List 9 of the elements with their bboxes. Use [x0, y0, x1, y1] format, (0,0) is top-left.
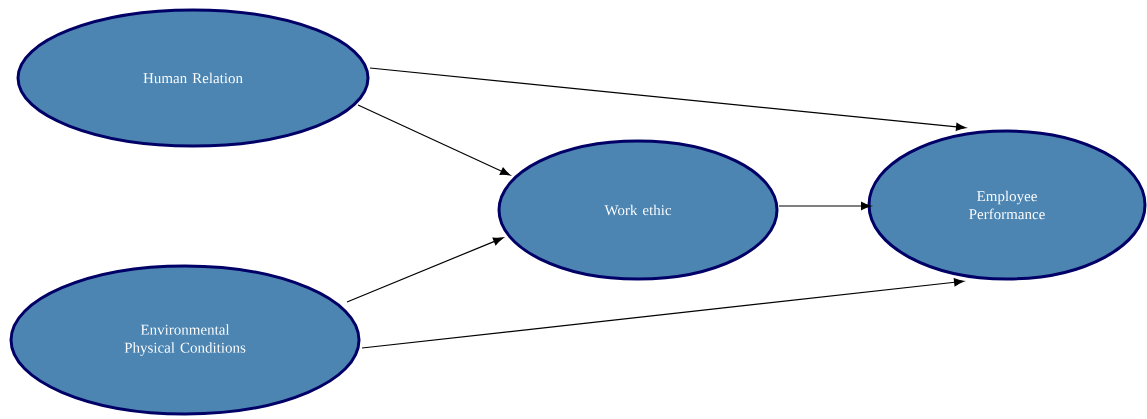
arrow [778, 201, 872, 211]
arrow [346, 237, 504, 303]
ellipse-node: Environmental Physical Conditions [9, 264, 361, 416]
arrow [357, 104, 511, 176]
arrow [369, 67, 967, 131]
arrow [361, 278, 965, 349]
ellipse-node: Employee Performance [867, 129, 1147, 281]
ellipse-node: Human Relation [16, 8, 370, 148]
ellipse-node: Work ethic [497, 139, 779, 281]
